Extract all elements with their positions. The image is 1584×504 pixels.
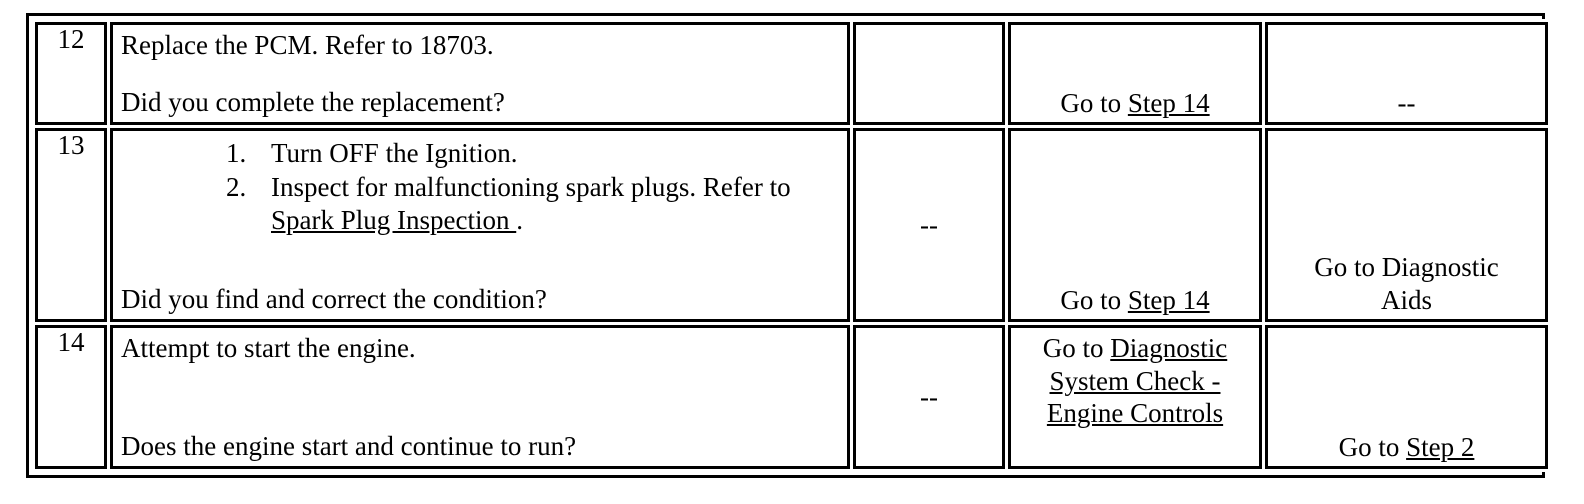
no-text: Go to Step 2 (1274, 431, 1539, 464)
yes-text: Go to Step 14 (1017, 87, 1253, 120)
diagnostic-system-check-link-line3[interactable]: Engine Controls (1046, 398, 1224, 429)
yes-text-line2: System Check - (1017, 365, 1253, 398)
value-cell-12 (853, 22, 1005, 125)
table-row: 14 Attempt to start the engine. Does the… (35, 324, 1548, 469)
list-item-text: Inspect for malfunctioning spark plugs. … (271, 171, 763, 202)
yes-prefix: Go to (1042, 332, 1111, 363)
no-text-line1: Go to Diagnostic (1314, 251, 1499, 282)
step-number: 12 (57, 24, 85, 54)
step-number-cell-13: 13 (35, 127, 107, 322)
value-text: -- (920, 382, 938, 413)
action-cell-13: Turn OFF the Ignition. Inspect for malfu… (110, 127, 850, 322)
yes-text: Go to Step 14 (1017, 284, 1253, 317)
list-item-text: Turn OFF the Ignition. (271, 137, 518, 168)
diagnostic-table-frame: 12 Replace the PCM. Refer to 18703. Did … (26, 13, 1551, 478)
ordered-step-list: Turn OFF the Ignition. Inspect for malfu… (121, 137, 839, 237)
action-question-12: Did you complete the replacement? (121, 86, 839, 120)
yes-cell-13: Go to Step 14 (1008, 127, 1262, 322)
list-item-text-cont: to (769, 171, 791, 202)
action-question-14: Does the engine start and continue to ru… (121, 430, 839, 464)
yes-text-line1: Go to Diagnostic (1017, 332, 1253, 365)
yes-text-line3: Engine Controls (1017, 397, 1253, 430)
value-cell-13: -- (853, 127, 1005, 322)
yes-link-step-14[interactable]: Step 14 (1127, 284, 1210, 315)
no-link-step-2[interactable]: Step 2 (1406, 432, 1475, 463)
yes-prefix: Go to (1060, 284, 1128, 315)
action-top-12: Replace the PCM. Refer to 18703. (121, 29, 839, 62)
yes-prefix: Go to (1060, 87, 1128, 118)
spark-plug-inspection-link[interactable]: Spark Plug Inspection (271, 204, 517, 235)
step-number-cell-12: 12 (35, 22, 107, 125)
action-cell-12: Replace the PCM. Refer to 18703. Did you… (110, 22, 850, 125)
action-question: Did you complete the replacement? (121, 86, 505, 117)
yes-cell-12: Go to Step 14 (1008, 22, 1262, 125)
diagnostic-system-check-link-line2[interactable]: System Check - (1049, 365, 1221, 396)
yes-cell-14: Go to Diagnostic System Check - Engine C… (1008, 324, 1262, 469)
value-text: -- (920, 210, 938, 241)
step-number: 13 (57, 129, 85, 160)
action-question-13: Did you find and correct the condition? (121, 283, 839, 317)
action-top-14: Attempt to start the engine. (121, 332, 839, 365)
list-item: Inspect for malfunctioning spark plugs. … (253, 171, 839, 237)
action-line: Attempt to start the engine. (121, 332, 416, 363)
table-row: 12 Replace the PCM. Refer to 18703. Did … (35, 22, 1548, 125)
no-text-line2: Aids (1380, 284, 1432, 315)
list-item: Turn OFF the Ignition. (253, 137, 839, 170)
list-item-period: . (516, 204, 523, 235)
no-text: -- (1397, 87, 1416, 118)
yes-link-step-14[interactable]: Step 14 (1127, 87, 1210, 118)
action-top-13: Turn OFF the Ignition. Inspect for malfu… (121, 135, 839, 238)
diagnostic-system-check-link-line1[interactable]: Diagnostic (1110, 332, 1228, 363)
action-question: Does the engine start and continue to ru… (121, 431, 577, 462)
no-cell-14: Go to Step 2 (1265, 324, 1548, 469)
action-line: Replace the PCM. Refer to 18703. (121, 30, 494, 60)
action-question: Did you find and correct the condition? (121, 283, 547, 314)
diagnostic-table: 12 Replace the PCM. Refer to 18703. Did … (32, 19, 1551, 472)
action-cell-14: Attempt to start the engine. Does the en… (110, 324, 850, 469)
value-cell-14: -- (853, 324, 1005, 469)
no-cell-13: Go to Diagnostic Aids (1265, 127, 1548, 322)
step-number-cell-14: 14 (35, 324, 107, 469)
step-number: 14 (57, 326, 85, 357)
no-cell-12: -- (1265, 22, 1548, 125)
no-prefix: Go to (1338, 432, 1407, 463)
table-row: 13 Turn OFF the Ignition. Inspect f (35, 127, 1548, 322)
